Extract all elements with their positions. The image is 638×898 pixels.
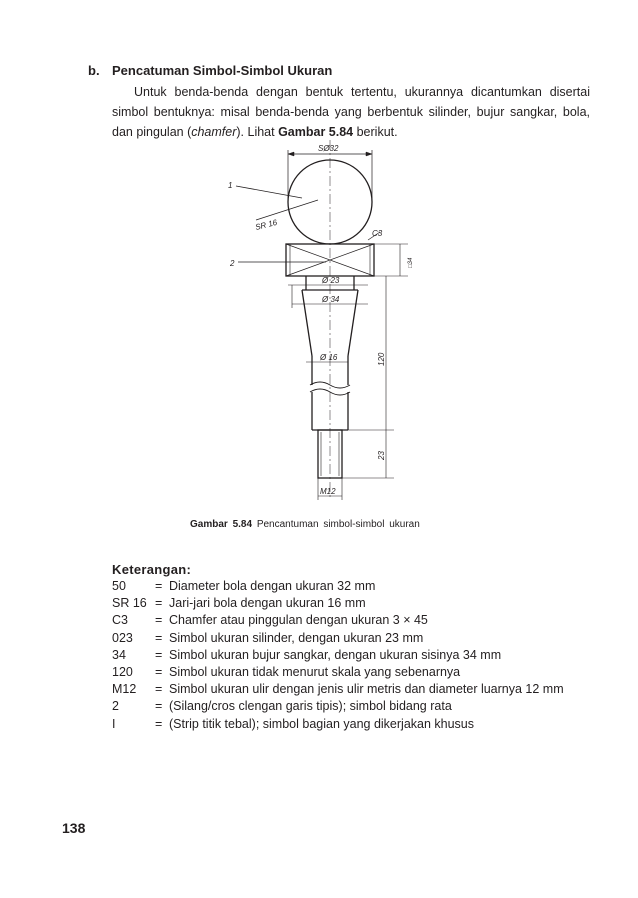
square-side-label: □34 (408, 257, 414, 268)
legend-title: Keterangan: (112, 562, 192, 577)
legend-sym: M12 (112, 682, 137, 697)
legend-desc: Simbol ukuran ulir dengan jenis ulir met… (169, 682, 564, 697)
legend-sym: 2 (112, 699, 119, 714)
length-120-label: 120 (377, 352, 386, 366)
length-23-label: 23 (377, 451, 386, 461)
legend-eq: = (155, 699, 163, 714)
legend-row: 2 = (Silang/cros clengan garis tipis); sim… (112, 698, 592, 715)
legend-row: 34 = Simbol ukuran bujur sangkar, dengan u… (112, 647, 592, 664)
legend-sym: SR 16 (112, 596, 147, 611)
section-title: Pencatuman Simbol-Simbol Ukuran (112, 63, 333, 78)
paragraph-text: ). Lihat (236, 125, 279, 139)
legend-desc: (Strip titik tebal); simbol bagian yang … (169, 716, 475, 731)
paragraph-text: berikut. (353, 125, 398, 139)
legend-eq: = (155, 596, 163, 611)
dia23-label: Ø 23 (321, 276, 340, 285)
dia16-label: Ø 16 (319, 353, 338, 362)
legend-row: SR 16 = Jari-jari bola dengan ukuran 16 mm (112, 595, 592, 612)
legend-eq: = (155, 647, 163, 662)
legend-desc: Diameter bola dengan ukuran 32 mm (169, 579, 376, 593)
legend-list: 50 = Diameter bola dengan ukuran 32 mm SR 1… (112, 578, 592, 733)
figure-caption: Gambar 5.84 Pencantuman simbol-simbol uk… (190, 518, 490, 532)
page-number: 138 (62, 820, 86, 836)
chamfer-label: C3 (372, 229, 383, 238)
legend-row: 120 = Simbol ukuran tidak menurut skala ya… (112, 664, 592, 681)
legend-desc: Jari-jari bola dengan ukuran 16 mm (169, 596, 366, 611)
intro-paragraph: Untuk benda-benda dengan bentuk tertentu… (112, 82, 590, 142)
legend-eq: = (155, 716, 163, 731)
legend-row: C3 = Chamfer atau pinggulan dengan ukuran … (112, 612, 592, 629)
section-letter: b. (88, 63, 100, 78)
legend-sym: I (112, 716, 116, 731)
legend-eq: = (155, 682, 163, 697)
figure-reference: Gambar 5.84 (278, 125, 354, 139)
leader-2-label: 2 (229, 259, 235, 268)
paragraph-italic-term: chamfer (191, 125, 237, 139)
paragraph-text: Untuk benda-benda dengan bentuk tertentu… (112, 85, 590, 139)
legend-desc: (Silang/cros clengan garis tipis); simbo… (169, 699, 452, 714)
legend-row: M12 = Simbol ukuran ulir dengan jenis ulir… (112, 681, 592, 698)
legend-eq: = (155, 630, 163, 645)
legend-row: 50 = Diameter bola dengan ukuran 32 mm (112, 578, 592, 595)
ball-stud-drawing: SØ32 1 2 SR 16 C3 □34 Ø 23 Ø 34 Ø 16 120… (228, 140, 414, 500)
legend-eq: = (155, 665, 163, 680)
legend-eq: = (155, 613, 163, 628)
technical-drawing: SØ32 1 2 SR 16 C3 □34 Ø 23 Ø 34 Ø 16 120… (222, 140, 418, 520)
dia34-label: Ø 34 (321, 295, 340, 304)
legend-sym: C3 (112, 613, 128, 628)
thread-label: M12 (320, 487, 336, 496)
legend-sym: 023 (112, 630, 133, 645)
legend-row: I = (Strip titik tebal); simbol bagian yan… (112, 716, 592, 733)
section-heading: b. Pencatuman Simbol-Simbol Ukuran (88, 62, 608, 80)
ball-diameter-label: SØ32 (318, 144, 339, 153)
legend-sym: 50 (112, 579, 126, 593)
legend-eq: = (155, 579, 163, 593)
legend-desc: Simbol ukuran silinder, dengan ukuran 23… (169, 630, 424, 645)
sphere-radius-label: SR 16 (254, 218, 278, 232)
legend-sym: 34 (112, 647, 126, 662)
caption-text: Pencantuman simbol-simbol ukuran (256, 519, 420, 530)
leader-1-label: 1 (228, 181, 232, 190)
legend-desc: Simbol ukuran tidak menurut skala yang s… (169, 665, 461, 680)
legend-sym: 120 (112, 665, 133, 680)
legend-desc: Chamfer atau pinggulan dengan ukuran 3 ×… (169, 613, 428, 628)
legend-desc: Simbol ukuran bujur sangkar, dengan ukur… (169, 647, 502, 662)
legend-row: 023 = Simbol ukuran silinder, dengan ukura… (112, 630, 592, 647)
caption-label: Gambar 5.84 (190, 519, 253, 530)
